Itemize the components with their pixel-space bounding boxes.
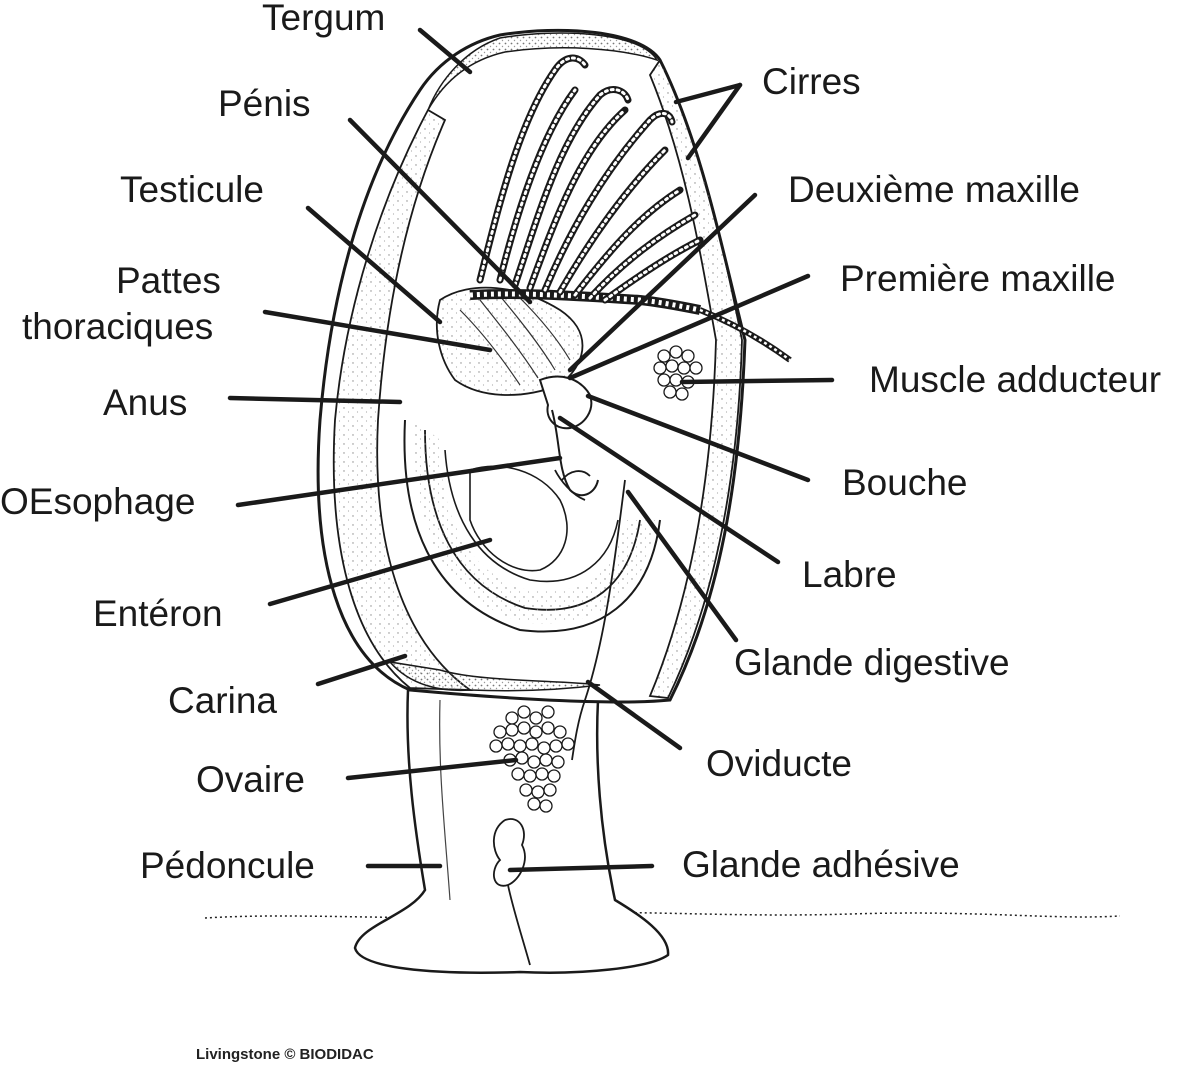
leader-carina bbox=[315, 653, 408, 687]
label-oesophage: OEsophage bbox=[0, 481, 196, 522]
leader-bouche bbox=[585, 393, 811, 483]
body-fold-outer bbox=[403, 419, 661, 633]
label-tergum: Tergum bbox=[262, 0, 386, 38]
peduncle bbox=[353, 688, 670, 974]
leader-penis bbox=[347, 117, 533, 305]
leader-pattes bbox=[262, 309, 493, 353]
ovary-cluster bbox=[489, 705, 575, 813]
cirri-segments bbox=[478, 56, 702, 302]
label-penis: Pénis bbox=[218, 83, 311, 124]
label-deuxieme-maxille: Deuxième maxille bbox=[788, 169, 1080, 210]
body-fold-3 bbox=[444, 449, 619, 583]
leader-lines bbox=[227, 27, 835, 873]
label-bouche: Bouche bbox=[842, 462, 968, 503]
tergum-plate bbox=[427, 32, 659, 111]
label-pattes-line1: Pattes bbox=[116, 260, 221, 301]
peduncle-inner-line bbox=[439, 699, 451, 901]
digestive-gland-duct bbox=[571, 479, 626, 761]
leader-ovaire bbox=[345, 757, 519, 781]
inner-stomach bbox=[469, 465, 568, 572]
label-anus: Anus bbox=[103, 382, 188, 423]
leader-muscle-adducteur bbox=[679, 377, 835, 385]
credit-text: Livingstone © BIODIDAC bbox=[196, 1046, 374, 1063]
ground-line bbox=[204, 911, 1121, 919]
adhesive-gland bbox=[492, 818, 531, 966]
label-ovaire: Ovaire bbox=[196, 759, 305, 800]
leader-premiere-maxille bbox=[567, 273, 811, 381]
label-testicule: Testicule bbox=[120, 169, 264, 210]
label-enteron: Entéron bbox=[93, 593, 223, 634]
leader-glande-adhesive bbox=[507, 863, 655, 873]
label-premiere-maxille: Première maxille bbox=[840, 258, 1116, 299]
leader-anus bbox=[227, 395, 403, 405]
oesophagus-structure bbox=[554, 469, 591, 501]
penis-organ-pattern bbox=[469, 291, 701, 313]
adductor-muscle bbox=[653, 345, 703, 401]
carina-plate bbox=[388, 660, 601, 692]
leader-deuxieme-maxille bbox=[567, 192, 758, 373]
right-shell-wall bbox=[648, 58, 743, 699]
label-oviducte: Oviducte bbox=[706, 743, 853, 784]
enteron-stipple bbox=[414, 420, 655, 624]
leader-cirres-2 bbox=[685, 82, 743, 161]
label-pedoncule: Pédoncule bbox=[140, 845, 315, 886]
leader-labre bbox=[557, 415, 781, 565]
label-glande-adhesive: Glande adhésive bbox=[682, 844, 960, 885]
label-carina: Carina bbox=[168, 680, 277, 721]
leader-glande-digestive bbox=[625, 489, 739, 643]
leader-tergum bbox=[417, 27, 473, 75]
label-glande-digestive: Glande digestive bbox=[734, 642, 1010, 683]
label-labre: Labre bbox=[802, 554, 897, 595]
leader-enteron bbox=[267, 537, 493, 607]
label-cirres: Cirres bbox=[762, 61, 861, 102]
thoracic-leg-ribs bbox=[459, 295, 571, 386]
antennule-extension-pattern bbox=[699, 308, 791, 362]
leader-cirres-1 bbox=[673, 82, 743, 105]
leader-oesophage bbox=[235, 455, 563, 508]
label-muscle-adducteur: Muscle adducteur bbox=[869, 359, 1162, 400]
leader-testicule bbox=[305, 205, 443, 325]
label-pattes-line2: thoraciques bbox=[22, 306, 214, 347]
leader-oviducte bbox=[585, 679, 683, 751]
